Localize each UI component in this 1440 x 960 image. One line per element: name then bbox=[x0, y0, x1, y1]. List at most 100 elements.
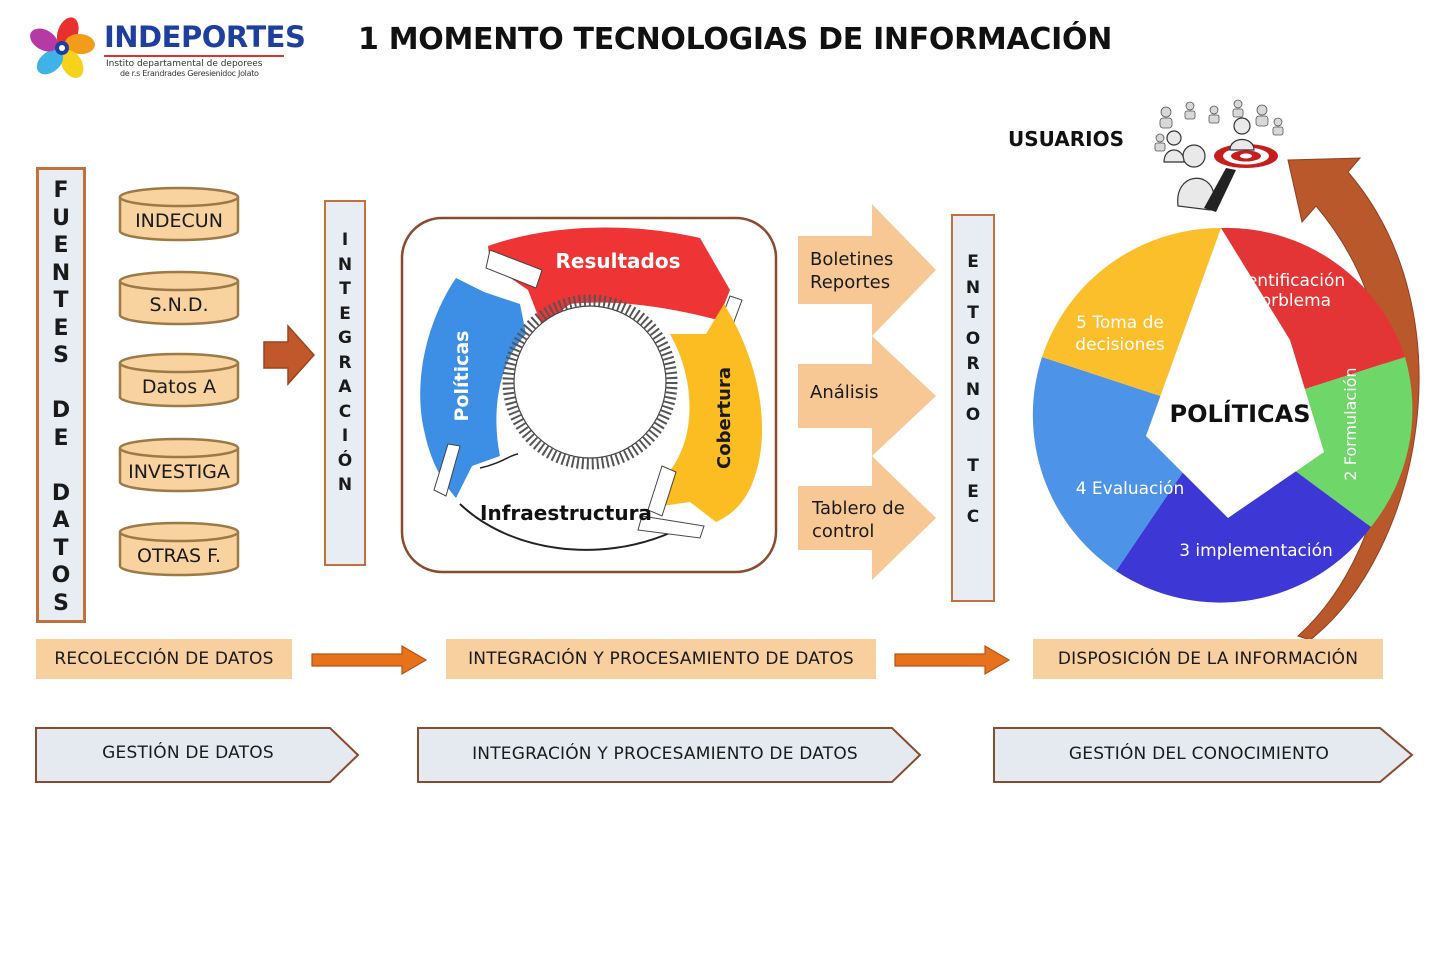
database-investiga: INVESTIGA bbox=[118, 437, 240, 493]
entorno-tec-banner: E N T O R N O T E C bbox=[951, 214, 995, 602]
infraestructura-arrow: Infraestructura bbox=[459, 453, 705, 551]
integracion-banner: I N T E G R A C I Ó N bbox=[324, 200, 366, 566]
step4-label: 4 Evaluación bbox=[1076, 479, 1185, 499]
banner-letter: E bbox=[53, 233, 69, 258]
indeportes-logo: INDEPORTES Instito departamental de depo… bbox=[28, 14, 306, 80]
database-cylinder-icon bbox=[118, 521, 240, 577]
politicas-arrow: Políticas bbox=[420, 278, 526, 498]
disposicion-bar: DISPOSICIÓN DE LA INFORMACIÓN bbox=[1033, 639, 1383, 679]
tablero-line-1: Tablero de bbox=[812, 498, 905, 519]
logo-underline bbox=[104, 55, 284, 57]
database-label: S.N.D. bbox=[149, 294, 209, 316]
step1-label-line2: del prblema bbox=[1229, 291, 1331, 311]
logo-subtitle-2: de r.s Erandrades Geresienidoc Jolato bbox=[120, 69, 259, 78]
banner-letter: G bbox=[338, 328, 352, 348]
cycle-inner-ring bbox=[502, 294, 678, 470]
banner-letter: I bbox=[341, 230, 349, 250]
gestion-conocimiento-label: GESTIÓN DEL CONOCIMIENTO bbox=[1068, 744, 1330, 764]
logo-name: INDEPORTES bbox=[104, 20, 306, 54]
banner-letter: F bbox=[53, 178, 69, 203]
banner-letter: O bbox=[965, 405, 981, 425]
banner-letter: N bbox=[51, 260, 71, 286]
analisis-label: Análisis bbox=[810, 382, 879, 403]
database-cylinder-icon bbox=[118, 186, 240, 242]
banner-letter: D bbox=[51, 398, 71, 423]
fuentes-de-datos-banner: F U E N T E S D E D A T O S bbox=[36, 167, 86, 623]
gestion-conocimiento-chevron bbox=[993, 727, 1414, 783]
banner-letter: E bbox=[967, 481, 979, 502]
cycle-diagram: Resultados Políticas Cobertura Infraestr… bbox=[400, 216, 778, 574]
banner-letter: N bbox=[965, 379, 981, 400]
banner-letter: S bbox=[53, 590, 69, 616]
gestion-datos-chevron bbox=[35, 727, 360, 783]
banner-letter: N bbox=[337, 475, 353, 495]
database-datos-a: Datos A bbox=[118, 352, 240, 408]
database-snd: S.N.D. bbox=[118, 270, 240, 326]
step1-label-line1: 1 Identificación bbox=[1215, 271, 1345, 291]
banner-letter: E bbox=[53, 425, 69, 451]
banner-letter: R bbox=[338, 352, 352, 373]
tablero-line-2: control bbox=[812, 521, 875, 542]
banner-letter: N bbox=[337, 254, 353, 275]
database-cylinder-icon bbox=[118, 352, 240, 408]
banner-letter: E bbox=[53, 315, 69, 341]
pinwheel-logo-icon bbox=[30, 17, 95, 78]
integracion-phase-label: INTEGRACIÓN Y PROCESAMIENTO DE DATOS bbox=[472, 744, 858, 764]
banner-letter: C bbox=[966, 507, 980, 527]
stage-arrow-icon-2 bbox=[894, 644, 1011, 676]
cycle-inner-circle bbox=[513, 305, 667, 459]
usuarios-label: USUARIOS bbox=[1008, 127, 1124, 151]
banner-letter: T bbox=[53, 288, 69, 313]
wheel-center-label: POLÍTICAS bbox=[1170, 399, 1311, 428]
integracion-procesamiento-bar: INTEGRACIÓN Y PROCESAMIENTO DE DATOS bbox=[446, 639, 876, 679]
banner-letter: T bbox=[967, 303, 979, 323]
banner-letter: S bbox=[53, 343, 69, 368]
output-arrows bbox=[798, 204, 936, 580]
cobertura-arrow: Cobertura bbox=[647, 304, 763, 522]
banner-letter: U bbox=[52, 205, 70, 231]
banner-letter: C bbox=[338, 401, 352, 422]
banner-letter: O bbox=[51, 563, 71, 588]
banner-letter: E bbox=[339, 303, 351, 324]
boletines-line-2: Reportes bbox=[810, 272, 891, 293]
banner-letter: O bbox=[965, 328, 981, 349]
banner-letter: E bbox=[967, 252, 979, 272]
banner-letter: A bbox=[52, 508, 70, 533]
boletines-arrow-shape bbox=[798, 204, 936, 336]
banner-letter: A bbox=[338, 377, 352, 397]
wheel-step3-implementacion bbox=[1116, 416, 1371, 603]
database-otras-f: OTRAS F. bbox=[118, 521, 240, 577]
banner-letter: N bbox=[965, 277, 981, 298]
banner-letter: T bbox=[339, 279, 351, 299]
wheel-center-pentagon bbox=[1146, 228, 1324, 518]
banner-letter: T bbox=[53, 535, 69, 561]
recoleccion-bar: RECOLECCIÓN DE DATOS bbox=[36, 639, 292, 679]
banner-letter: Ó bbox=[337, 450, 353, 471]
tablero-arrow-shape bbox=[798, 456, 936, 580]
politicas-label: Políticas bbox=[451, 331, 473, 422]
database-cylinder-icon bbox=[118, 270, 240, 326]
database-label: INVESTIGA bbox=[128, 461, 230, 483]
step2-label: 2 Formulación bbox=[1341, 367, 1360, 480]
gestion-datos-label: GESTIÓN DE DATOS bbox=[102, 743, 274, 763]
step3-label: 3 implementación bbox=[1179, 541, 1333, 561]
banner-letter: I bbox=[341, 426, 349, 446]
banner-letter: R bbox=[966, 354, 980, 374]
analisis-arrow-shape bbox=[798, 336, 936, 456]
stage-arrow-icon-1 bbox=[311, 644, 428, 676]
right-arrow-icon bbox=[263, 324, 316, 386]
integracion-chevron bbox=[417, 727, 922, 783]
cobertura-label: Cobertura bbox=[714, 367, 735, 469]
database-cylinder-icon bbox=[118, 437, 240, 493]
boletines-line-1: Boletines bbox=[810, 249, 894, 270]
logo-subtitle-1: Instito departamental de deporees bbox=[106, 59, 263, 69]
database-label: Datos A bbox=[141, 376, 217, 398]
policy-cycle-wheel: POLÍTICAS 1 Identificación del prblema 2… bbox=[1032, 227, 1413, 603]
step5-label-line2: decisiones bbox=[1075, 335, 1165, 355]
page-title: 1 MOMENTO TECNOLOGIAS DE INFORMACIÓN bbox=[358, 22, 1112, 57]
boletines-label: Boletines Reportes bbox=[810, 248, 893, 294]
users-target-icon bbox=[1154, 99, 1284, 212]
database-label: OTRAS F. bbox=[136, 545, 221, 567]
resultados-label: Resultados bbox=[556, 249, 681, 273]
banner-letter: D bbox=[51, 480, 71, 506]
